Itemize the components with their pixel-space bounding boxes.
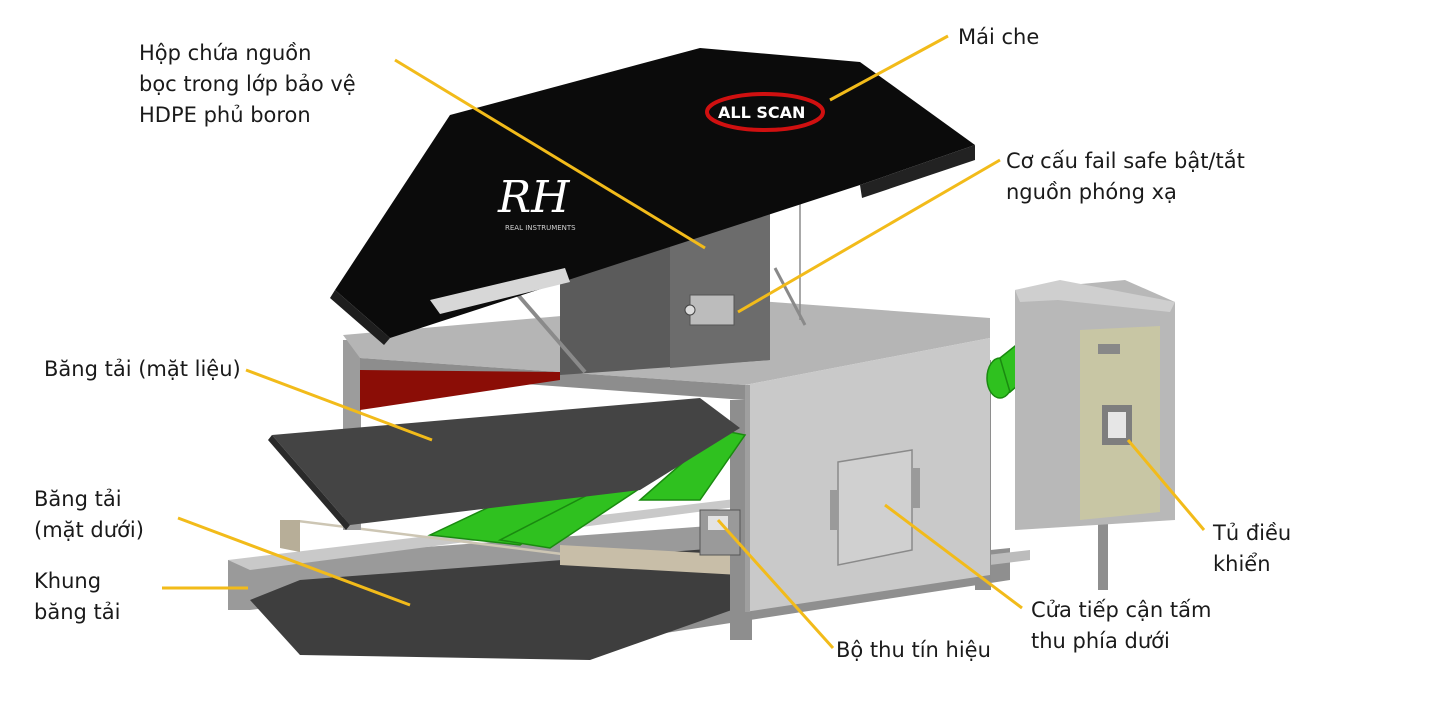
label-access-door-line1: Cửa tiếp cận tấm bbox=[1031, 598, 1212, 622]
allscan-logo: ALL SCAN bbox=[705, 92, 825, 132]
label-belt-bottom-line2: (mặt dưới) bbox=[34, 518, 144, 542]
label-failsafe-line2: nguồn phóng xạ bbox=[1006, 180, 1177, 204]
label-failsafe-line1: Cơ cấu fail safe bật/tắt bbox=[1006, 149, 1245, 173]
allscan-logo-text: ALL SCAN bbox=[718, 103, 805, 122]
label-frame-line2: băng tải bbox=[34, 600, 121, 624]
label-canopy-line1: Mái che bbox=[958, 25, 1040, 49]
label-frame-line1: Khung bbox=[34, 569, 102, 593]
control-cabinet bbox=[1015, 280, 1175, 530]
leader-source-box bbox=[394, 58, 706, 250]
label-source-box-line2: bọc trong lớp bảo vệ bbox=[139, 72, 356, 96]
label-belt-top: Băng tải (mặt liệu) bbox=[44, 354, 241, 385]
leader-canopy bbox=[829, 34, 949, 102]
top-belt bbox=[268, 398, 740, 530]
signal-receiver bbox=[699, 509, 741, 556]
label-frame: Khung băng tải bbox=[34, 566, 120, 628]
label-belt-bottom-line1: Băng tải bbox=[34, 487, 122, 511]
enclosure bbox=[343, 300, 990, 612]
label-control-cabinet-line1: Tủ điều bbox=[1213, 521, 1292, 545]
label-canopy: Mái che bbox=[958, 22, 1039, 53]
label-receiver-line1: Bộ thu tín hiệu bbox=[836, 638, 991, 662]
leader-belt-top bbox=[245, 368, 433, 442]
label-belt-bottom: Băng tải (mặt dưới) bbox=[34, 484, 144, 546]
rh-logo-text: RH bbox=[497, 172, 571, 223]
leader-failsafe bbox=[737, 158, 1001, 314]
label-source-box-line3: HDPE phủ boron bbox=[139, 103, 311, 127]
bottom-guard bbox=[280, 520, 740, 575]
leader-belt-bottom bbox=[177, 516, 411, 607]
label-access-door-line2: thu phía dưới bbox=[1031, 629, 1170, 653]
bottom-belt bbox=[250, 545, 760, 660]
label-source-box-line1: Hộp chứa nguồn bbox=[139, 41, 312, 65]
rh-logo-subtext: REAL INSTRUMENTS bbox=[505, 224, 576, 232]
leader-control-cabinet bbox=[1126, 439, 1206, 531]
leader-lines bbox=[162, 34, 1206, 650]
label-belt-top-line1: Băng tải (mặt liệu) bbox=[44, 357, 241, 381]
label-source-box: Hộp chứa nguồn bọc trong lớp bảo vệ HDPE… bbox=[139, 38, 356, 131]
label-control-cabinet-line2: khiển bbox=[1213, 552, 1271, 576]
leader-receiver bbox=[716, 518, 835, 650]
label-control-cabinet: Tủ điều khiển bbox=[1213, 518, 1291, 580]
label-receiver: Bộ thu tín hiệu bbox=[836, 635, 991, 666]
label-access-door: Cửa tiếp cận tấm thu phía dưới bbox=[1031, 595, 1211, 657]
leader-access-door bbox=[884, 503, 1023, 610]
label-failsafe: Cơ cấu fail safe bật/tắt nguồn phóng xạ bbox=[1006, 146, 1245, 208]
